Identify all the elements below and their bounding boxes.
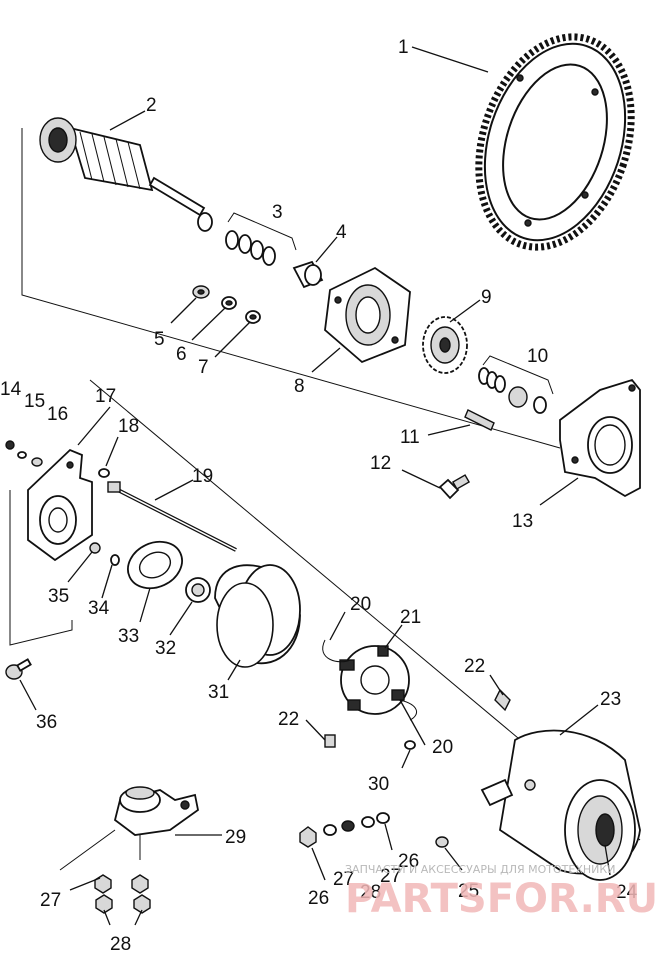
pinion-gear xyxy=(422,316,468,374)
callout-17: 17 xyxy=(95,386,116,407)
brushes xyxy=(324,688,511,748)
callout-32: 32 xyxy=(155,638,176,659)
callout-29: 29 xyxy=(225,827,246,848)
callout-2: 2 xyxy=(146,95,157,116)
callout-12: 12 xyxy=(370,453,391,474)
drive-end-housing xyxy=(324,266,411,364)
callout-27-solenoid: 27 xyxy=(40,890,61,911)
callout-31: 31 xyxy=(208,682,229,703)
bolt xyxy=(438,474,471,500)
bolt-36 xyxy=(5,658,32,680)
callout-23: 23 xyxy=(600,689,621,710)
screws-34-35 xyxy=(89,542,120,566)
through-bolt xyxy=(107,481,237,552)
callout-22-left: 22 xyxy=(278,709,299,730)
yoke-housing xyxy=(214,564,301,668)
washer-18 xyxy=(98,468,110,478)
callout-16: 16 xyxy=(47,404,68,425)
callout-25: 25 xyxy=(458,881,479,902)
callout-27-b: 27 xyxy=(380,866,401,887)
leader-lines xyxy=(19,46,611,926)
callout-labels: 1 2 3 4 5 6 7 8 9 10 11 12 13 14 15 16 1… xyxy=(0,37,638,955)
fasteners-14-15-16 xyxy=(5,440,43,467)
callout-26-left: 26 xyxy=(308,888,329,909)
callout-4: 4 xyxy=(336,222,347,243)
callout-3: 3 xyxy=(272,202,283,223)
callout-15: 15 xyxy=(24,391,45,412)
watermark: ЗАПЧАСТИ И АКСЕССУАРЫ ДЛЯ МОТОТЕХНИКИ PA… xyxy=(345,863,655,922)
end-plate xyxy=(27,448,93,562)
callout-20-top: 20 xyxy=(350,594,371,615)
callout-35: 35 xyxy=(48,586,69,607)
commutator-end-frame xyxy=(480,729,641,881)
brush-holder-plate xyxy=(322,639,418,750)
callout-5: 5 xyxy=(154,329,165,350)
end-cap-gasket xyxy=(127,540,183,590)
mounting-bracket xyxy=(559,378,641,498)
armature xyxy=(39,117,213,232)
callout-9: 9 xyxy=(481,287,492,308)
ring-gear xyxy=(475,33,635,251)
solenoid xyxy=(59,786,199,914)
callout-7: 7 xyxy=(198,357,209,378)
terminal-hardware xyxy=(299,812,449,848)
callout-14: 14 xyxy=(0,379,22,400)
callout-11: 11 xyxy=(400,427,420,448)
callout-28-solenoid: 28 xyxy=(110,934,131,955)
callout-34: 34 xyxy=(88,598,110,619)
callout-27-a: 27 xyxy=(333,869,354,890)
watermark-tagline: ЗАПЧАСТИ И АКСЕССУАРЫ ДЛЯ МОТОТЕХНИКИ xyxy=(345,863,615,876)
callout-36: 36 xyxy=(36,712,57,733)
washers-5-6-7 xyxy=(192,285,261,324)
callout-20-bottom: 20 xyxy=(432,737,453,758)
callout-30: 30 xyxy=(368,774,389,795)
callout-10: 10 xyxy=(527,346,548,367)
pin xyxy=(464,409,495,431)
callout-24: 24 xyxy=(616,882,638,903)
callout-26-right: 26 xyxy=(398,851,419,872)
pinion-spring-collar xyxy=(478,355,554,414)
callout-22-right: 22 xyxy=(464,656,485,677)
callout-19: 19 xyxy=(192,466,213,487)
callout-33: 33 xyxy=(118,626,139,647)
callout-21: 21 xyxy=(400,607,421,628)
callout-18: 18 xyxy=(118,416,139,437)
bushing-32 xyxy=(185,577,211,603)
callout-8: 8 xyxy=(294,376,305,397)
bushing xyxy=(292,260,324,289)
callout-1: 1 xyxy=(398,37,409,58)
callout-28-a: 28 xyxy=(360,882,381,903)
callout-13: 13 xyxy=(512,511,533,532)
watermark-brand: PARTSFOR.RU xyxy=(345,876,655,922)
springs xyxy=(225,212,297,266)
callout-6: 6 xyxy=(176,344,187,365)
